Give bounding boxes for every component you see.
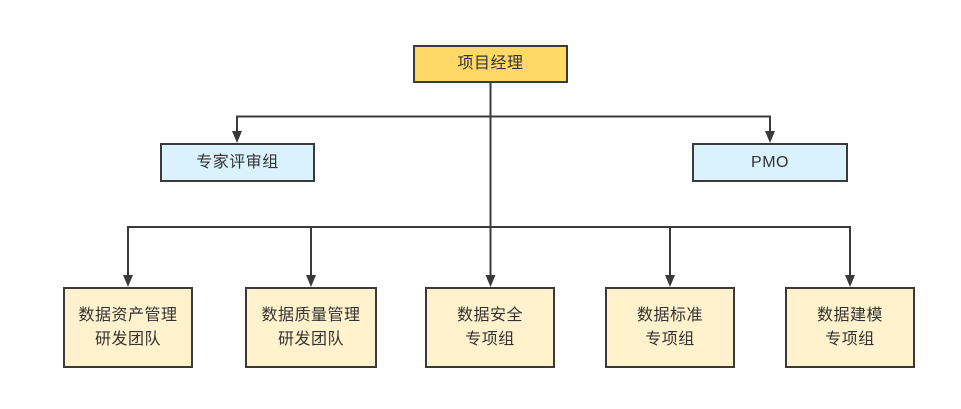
node-pmo[interactable]: PMO — [692, 143, 848, 182]
node-data-quality-mgmt-team[interactable]: 数据质量管理 研发团队 — [245, 287, 377, 368]
node-data-asset-mgmt-team[interactable]: 数据资产管理 研发团队 — [63, 287, 193, 368]
node-label: 数据质量管理 研发团队 — [261, 306, 361, 348]
node-expert-review-group[interactable]: 专家评审组 — [160, 143, 315, 182]
arrowhead-team4 — [665, 275, 675, 287]
node-data-security-group[interactable]: 数据安全 专项组 — [425, 287, 555, 368]
node-label: PMO — [751, 153, 789, 171]
arrowhead-team5 — [845, 275, 855, 287]
arrowhead-expert — [232, 131, 242, 143]
arrowhead-team1 — [123, 275, 133, 287]
node-label: 数据安全 专项组 — [456, 306, 523, 348]
node-data-standards-group[interactable]: 数据标准 专项组 — [605, 287, 735, 368]
node-label: 专家评审组 — [196, 153, 279, 171]
arrowhead-team2 — [306, 275, 316, 287]
node-label: 数据建模 专项组 — [816, 306, 883, 348]
node-label: 数据资产管理 研发团队 — [78, 306, 178, 348]
node-label: 项目经理 — [457, 55, 524, 72]
node-project-manager[interactable]: 项目经理 — [413, 45, 568, 83]
node-data-modeling-group[interactable]: 数据建模 专项组 — [785, 287, 915, 368]
node-label: 数据标准 专项组 — [636, 306, 703, 348]
arrowhead-pmo — [765, 131, 775, 143]
edge-lines — [127, 83, 851, 282]
arrowhead-team3 — [485, 275, 496, 287]
